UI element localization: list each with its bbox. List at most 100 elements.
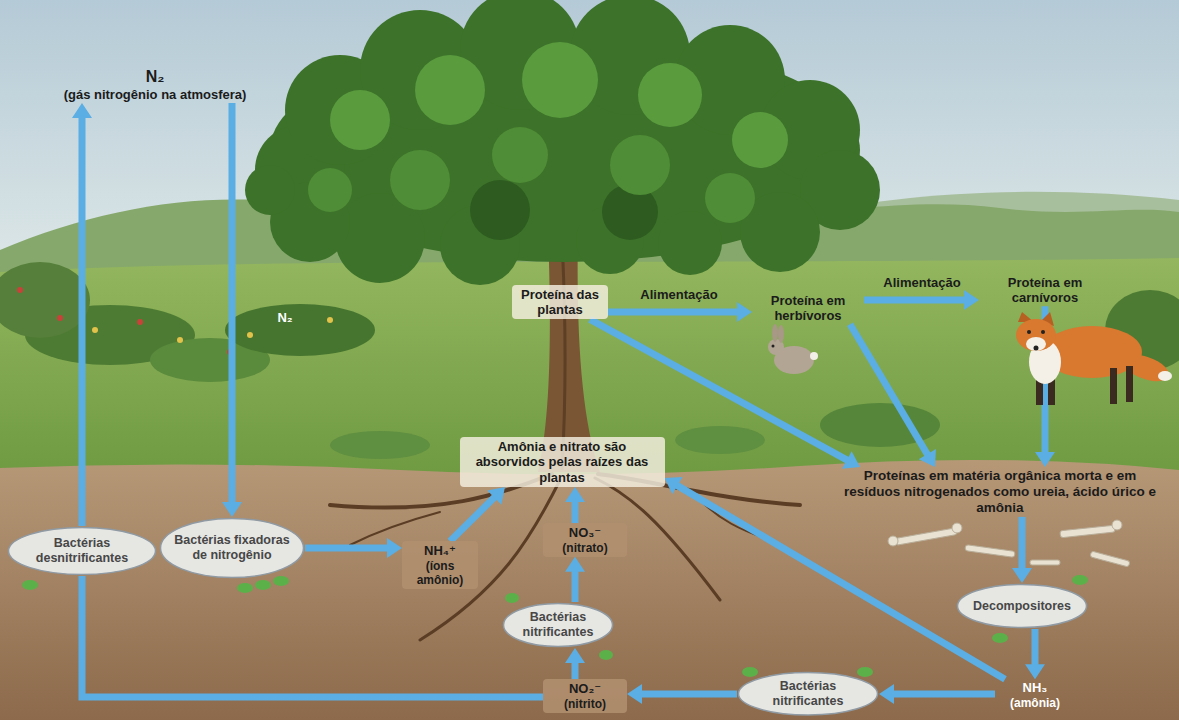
node-content: Decompositores: [956, 599, 1088, 614]
bones: [1030, 560, 1060, 565]
roots: [330, 474, 800, 640]
node-content: NH₄⁺(íons amônio): [406, 543, 474, 587]
bacteria: [992, 633, 1008, 643]
gas-label: N₂: [277, 311, 292, 326]
flow-arrow: [850, 324, 936, 467]
node-text: Proteína das plantas: [516, 287, 604, 318]
node-text: N₂: [57, 68, 253, 87]
tree-canopy: [245, 165, 295, 215]
fox: [1016, 312, 1172, 405]
tree-canopy: [732, 112, 788, 168]
compound-label: NO₃⁻(nitrato): [543, 523, 627, 556]
bones: [1060, 525, 1115, 538]
rabbit: [772, 324, 778, 342]
flowers: [17, 287, 333, 355]
tree-canopy: [470, 180, 530, 240]
node-content: NH₃(amônia): [997, 680, 1073, 709]
flow-arrow: [627, 684, 737, 704]
bacteria-oval: Bactérias fixadoras de nitrogênio: [159, 517, 305, 579]
fox: [1041, 330, 1045, 334]
fox: [1026, 337, 1046, 351]
roots: [350, 512, 440, 545]
bones: [965, 545, 1015, 558]
arrow-line: [79, 116, 86, 526]
arrow-line: [82, 576, 543, 697]
arrow-line: [572, 661, 579, 679]
soil: [0, 460, 1179, 720]
node-text: (nitrato): [547, 541, 623, 555]
compound-label: NO₂⁻(nitrito): [543, 679, 627, 712]
arrow-line: [572, 570, 579, 602]
flow-arrow: [305, 538, 402, 558]
bacteria: [857, 667, 873, 677]
node-text: NH₃: [997, 680, 1073, 695]
bacteria: [22, 575, 1088, 677]
arrow-head: [565, 648, 585, 663]
node-content: Bactérias nitrificantes: [502, 610, 614, 640]
oval-shape: [739, 673, 878, 716]
oval-shape: [161, 519, 304, 578]
bacteria-oval: Bactérias nitrificantes: [502, 602, 614, 648]
flow-arrow: [879, 684, 995, 704]
node-text: Proteína em herbívoros: [754, 293, 862, 324]
atmosphere-label: N₂(gás nitrogênio na atmosfera): [55, 67, 255, 103]
node-text: (íons amônio): [406, 559, 474, 587]
bushes: [675, 426, 765, 454]
bushes: [0, 262, 90, 338]
bacteria: [742, 667, 758, 677]
arrow-head: [919, 449, 936, 467]
compound-label: NH₃(amônia): [995, 679, 1075, 710]
node-text: Bactérias fixadoras de nitrogênio: [169, 533, 295, 563]
node-content: Proteínas em matéria orgânica morta e em…: [837, 468, 1163, 516]
flowers: [137, 319, 143, 325]
flow-arrow: [665, 477, 1006, 679]
node-content: Bactérias desnitrificantes: [7, 536, 157, 566]
arrow-head: [487, 487, 505, 505]
arrow-line: [608, 309, 739, 316]
node-text: Bactérias nitrificantes: [512, 610, 604, 640]
bacteria-oval: Bactérias nitrificantes: [737, 671, 879, 717]
arrow-head: [1012, 568, 1032, 583]
rabbit: [768, 324, 818, 374]
arrow-head: [842, 451, 860, 469]
arrow-line: [450, 496, 496, 541]
stage-label: Proteína em carnívoros: [979, 274, 1111, 307]
arrow-line: [864, 297, 966, 304]
arrow-head: [565, 487, 585, 502]
tree-canopy: [638, 63, 702, 127]
bacteria: [237, 583, 253, 593]
bacteria: [1072, 575, 1088, 585]
flow-arrow: [608, 302, 752, 322]
node-content: Bactérias nitrificantes: [737, 679, 879, 709]
node-text: Decompositores: [966, 599, 1078, 614]
flowers: [92, 327, 98, 333]
bacteria: [599, 650, 613, 660]
bones: [952, 523, 962, 533]
fox: [1110, 368, 1117, 404]
arrow-line: [1019, 517, 1026, 570]
bushes: [330, 431, 430, 459]
node-text: (nitrito): [547, 697, 623, 711]
fox: [1126, 366, 1133, 402]
flow-arrow: [450, 487, 505, 541]
flowers: [177, 337, 183, 343]
bacteria: [255, 580, 271, 590]
bacteria: [22, 580, 38, 590]
tree-canopy: [492, 127, 548, 183]
arrow-head: [387, 538, 402, 558]
rabbit: [772, 345, 775, 348]
tree-canopy: [415, 55, 485, 125]
flow-arrow: [1012, 517, 1032, 583]
tree-canopy: [658, 211, 722, 275]
rabbit: [778, 325, 784, 343]
flow-arrow: [864, 290, 979, 310]
arrow-head: [879, 684, 894, 704]
tree-canopy: [390, 150, 450, 210]
tree-canopy: [705, 173, 755, 223]
oval-shape: [958, 585, 1087, 628]
bones: [1090, 551, 1130, 567]
fox: [1016, 319, 1056, 351]
fox: [1034, 346, 1039, 351]
tree-canopy: [330, 90, 390, 150]
